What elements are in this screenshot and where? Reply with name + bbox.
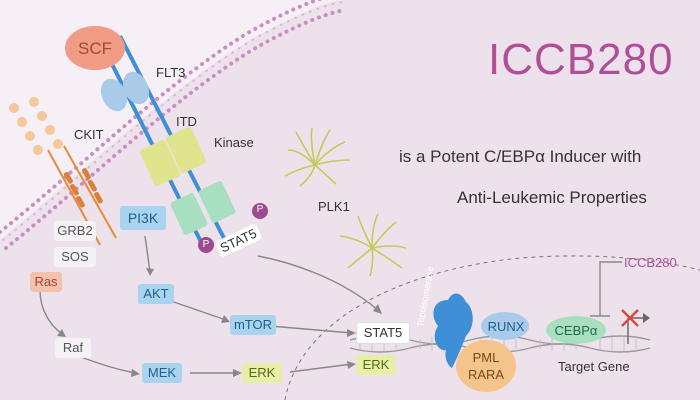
subtitle-line-2: Anti-Leukemic Properties <box>457 188 647 207</box>
rara-label: RARA <box>467 367 505 382</box>
membrane-mid <box>2 1 344 241</box>
nuclear-stat5-box: STAT5 <box>356 322 410 344</box>
ckit-receptor <box>9 97 63 155</box>
phospho-circle <box>252 203 268 219</box>
mek-box: MEK <box>142 363 182 383</box>
runx-label: RUNX <box>487 319 525 334</box>
kinase-domain <box>170 193 208 235</box>
kinase-label: Kinase <box>214 135 254 150</box>
plk1-label: PLK1 <box>318 199 350 214</box>
pathway-arrows <box>39 235 622 374</box>
itd-label: ITD <box>176 114 197 129</box>
plk1-burst <box>339 213 407 277</box>
flt3-domain <box>122 71 150 105</box>
grb2-box: GRB2 <box>54 221 96 241</box>
page-title: ICCB280 <box>488 35 674 84</box>
plk1-burst <box>284 127 351 187</box>
ckit-stalk <box>63 145 117 239</box>
ckit-label: CKIT <box>74 127 104 142</box>
phospho-label: P <box>202 239 210 250</box>
scf-ligand <box>65 26 125 70</box>
sos-box: SOS <box>54 247 96 267</box>
runx-shape <box>481 312 529 340</box>
cebpa-shape <box>546 316 606 344</box>
kinase-domain <box>165 126 207 174</box>
cebpa-label: CEBPα <box>554 323 598 338</box>
target-gene-label: Target Gene <box>558 359 630 374</box>
flt3-label: FLT3 <box>156 65 186 80</box>
mtor-box: mTOR <box>230 315 276 335</box>
ckit-segments <box>63 168 103 208</box>
ras-box: Ras <box>30 272 62 292</box>
phospho-circle <box>198 237 214 253</box>
pi3k-box: PI3K <box>120 206 166 230</box>
flt3-domain <box>100 78 128 112</box>
phospho-label: P <box>256 204 264 215</box>
target-gene-marker <box>621 309 650 344</box>
arrow-heads <box>57 268 382 377</box>
pml-rara-shape <box>456 340 516 392</box>
iccb280-drug-label: ICCB280 <box>624 255 677 270</box>
nucleus-boundary <box>284 255 700 400</box>
pml-label: PML <box>472 350 500 365</box>
nuclear-erk-box: ERK <box>356 355 396 375</box>
akt-box: AKT <box>138 284 174 304</box>
kinase-domain <box>139 139 181 187</box>
kinase-domain <box>198 181 236 223</box>
subtitle-line-1: is a Potent C/EBPα Inducer with <box>399 147 642 166</box>
topoisomerase-shape <box>433 293 473 368</box>
flt3-receptor <box>98 35 236 251</box>
membrane-inner <box>4 8 348 250</box>
raf-box: Raf <box>55 338 91 358</box>
erk-box: ERK <box>242 363 282 383</box>
membrane-outer <box>0 0 324 234</box>
scf-label: SCF <box>78 39 112 58</box>
